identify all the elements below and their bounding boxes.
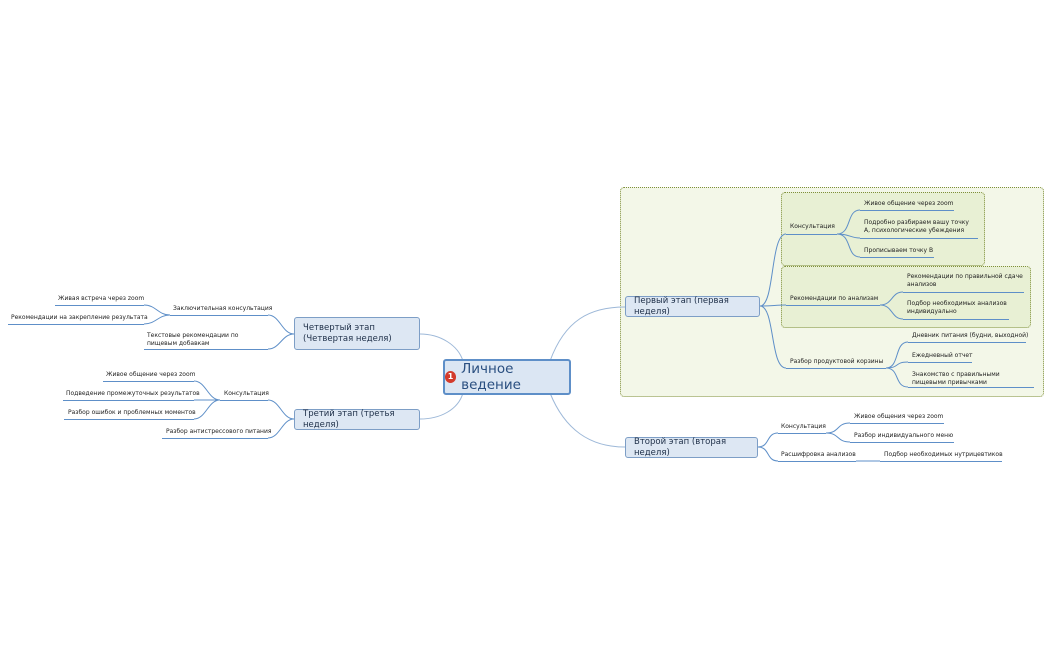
central-topic-label: Личное ведение	[461, 361, 521, 393]
central-topic[interactable]: 1 Личное ведение	[443, 359, 571, 395]
stage4-final-item-2[interactable]: Рекомендации на закрепление результата	[11, 314, 148, 321]
underline	[880, 461, 1002, 462]
underline	[850, 442, 954, 443]
stage3-title: Третий этап (третья неделя)	[303, 408, 395, 430]
stage3-topic[interactable]: Третий этап (третья неделя)	[294, 409, 420, 430]
stage1-consult-item-2[interactable]: Подробно разбираем вашу точку А, психоло…	[864, 219, 969, 234]
underline	[908, 362, 972, 363]
stage3-consult-label[interactable]: Консультация	[224, 390, 269, 397]
stage1-basket-item-3[interactable]: Знакомство с правильными пищевыми привыч…	[912, 371, 1000, 386]
underline	[103, 381, 194, 382]
link-stage3	[419, 392, 464, 420]
link-stage2	[549, 392, 626, 448]
priority-badge-icon: 1	[445, 371, 457, 383]
stage3-consult-item-1[interactable]: Живое общение через zoom	[106, 371, 196, 378]
stage1-basket-item-1[interactable]: Дневник питания (будни, выходной)	[912, 332, 1029, 339]
underline	[860, 210, 954, 211]
underline	[144, 349, 268, 350]
link-stage1	[549, 306, 626, 362]
stage2-decode-label[interactable]: Расшифровка анализов	[781, 451, 856, 458]
stage4-final-label[interactable]: Заключительная консультация	[173, 305, 273, 312]
stage1-title: Первый этап (первая неделя)	[634, 295, 729, 317]
stage3-consult-item-3[interactable]: Разбор ошибок и проблемных моментов	[68, 409, 196, 416]
underline	[786, 368, 886, 369]
stage3-antistress[interactable]: Разбор антистрессового питания	[166, 428, 272, 435]
stage1-analyses-item-1[interactable]: Рекомендации по правильной сдаче анализо…	[907, 273, 1023, 288]
stage1-consult-item-1[interactable]: Живое общение через zoom	[864, 200, 954, 207]
stage4-supplements[interactable]: Текстовые рекомендации по пищевым добавк…	[147, 332, 239, 347]
underline	[860, 257, 934, 258]
stage4-final-item-1[interactable]: Живая встреча через zoom	[58, 295, 145, 302]
stage1-consult-item-3[interactable]: Прописываем точку В	[864, 247, 934, 254]
underline	[860, 238, 978, 239]
stage2-decode-item-1[interactable]: Подбор необходимых нутрицевтиков	[884, 451, 1003, 458]
underline	[908, 387, 1034, 388]
underline	[850, 423, 944, 424]
underline	[170, 315, 268, 316]
underline	[908, 342, 1026, 343]
stage1-topic[interactable]: Первый этап (первая неделя)	[625, 296, 760, 317]
stage2-topic[interactable]: Второй этап (вторая неделя)	[625, 437, 758, 458]
link-stage4	[419, 333, 464, 362]
underline	[903, 319, 1009, 320]
stage1-analyses-label[interactable]: Рекомендации по анализам	[790, 295, 879, 302]
underline	[64, 419, 194, 420]
stage1-basket-item-2[interactable]: Ежедневный отчет	[912, 352, 973, 359]
stage2-consult-item-2[interactable]: Разбор индивидуального меню	[854, 432, 954, 439]
underline	[8, 324, 144, 325]
stage3-consult-item-2[interactable]: Подведение промежуточных результатов	[66, 390, 200, 397]
underline	[903, 292, 1024, 293]
underline	[786, 305, 880, 306]
stage4-topic[interactable]: Четвертый этап (Четвертая неделя)	[294, 317, 420, 350]
stage1-basket-label[interactable]: Разбор продуктовой корзины	[790, 358, 884, 365]
consult-boundary	[781, 192, 985, 266]
stage4-title: Четвертый этап (Четвертая неделя)	[303, 322, 392, 344]
analyses-boundary	[781, 266, 1031, 328]
stage1-analyses-item-2[interactable]: Подбор необходимых анализов индивидуальн…	[907, 300, 1007, 315]
stage2-consult-item-1[interactable]: Живое общения через zoom	[854, 413, 944, 420]
underline	[63, 400, 194, 401]
underline	[220, 400, 268, 401]
stage2-title: Второй этап (вторая неделя)	[634, 436, 727, 458]
underline	[778, 433, 826, 434]
underline	[778, 461, 856, 462]
underline	[55, 305, 144, 306]
stage1-consult-label[interactable]: Консультация	[790, 223, 835, 230]
underline	[786, 234, 837, 235]
underline	[162, 438, 268, 439]
stage2-consult-label[interactable]: Консультация	[781, 423, 826, 430]
